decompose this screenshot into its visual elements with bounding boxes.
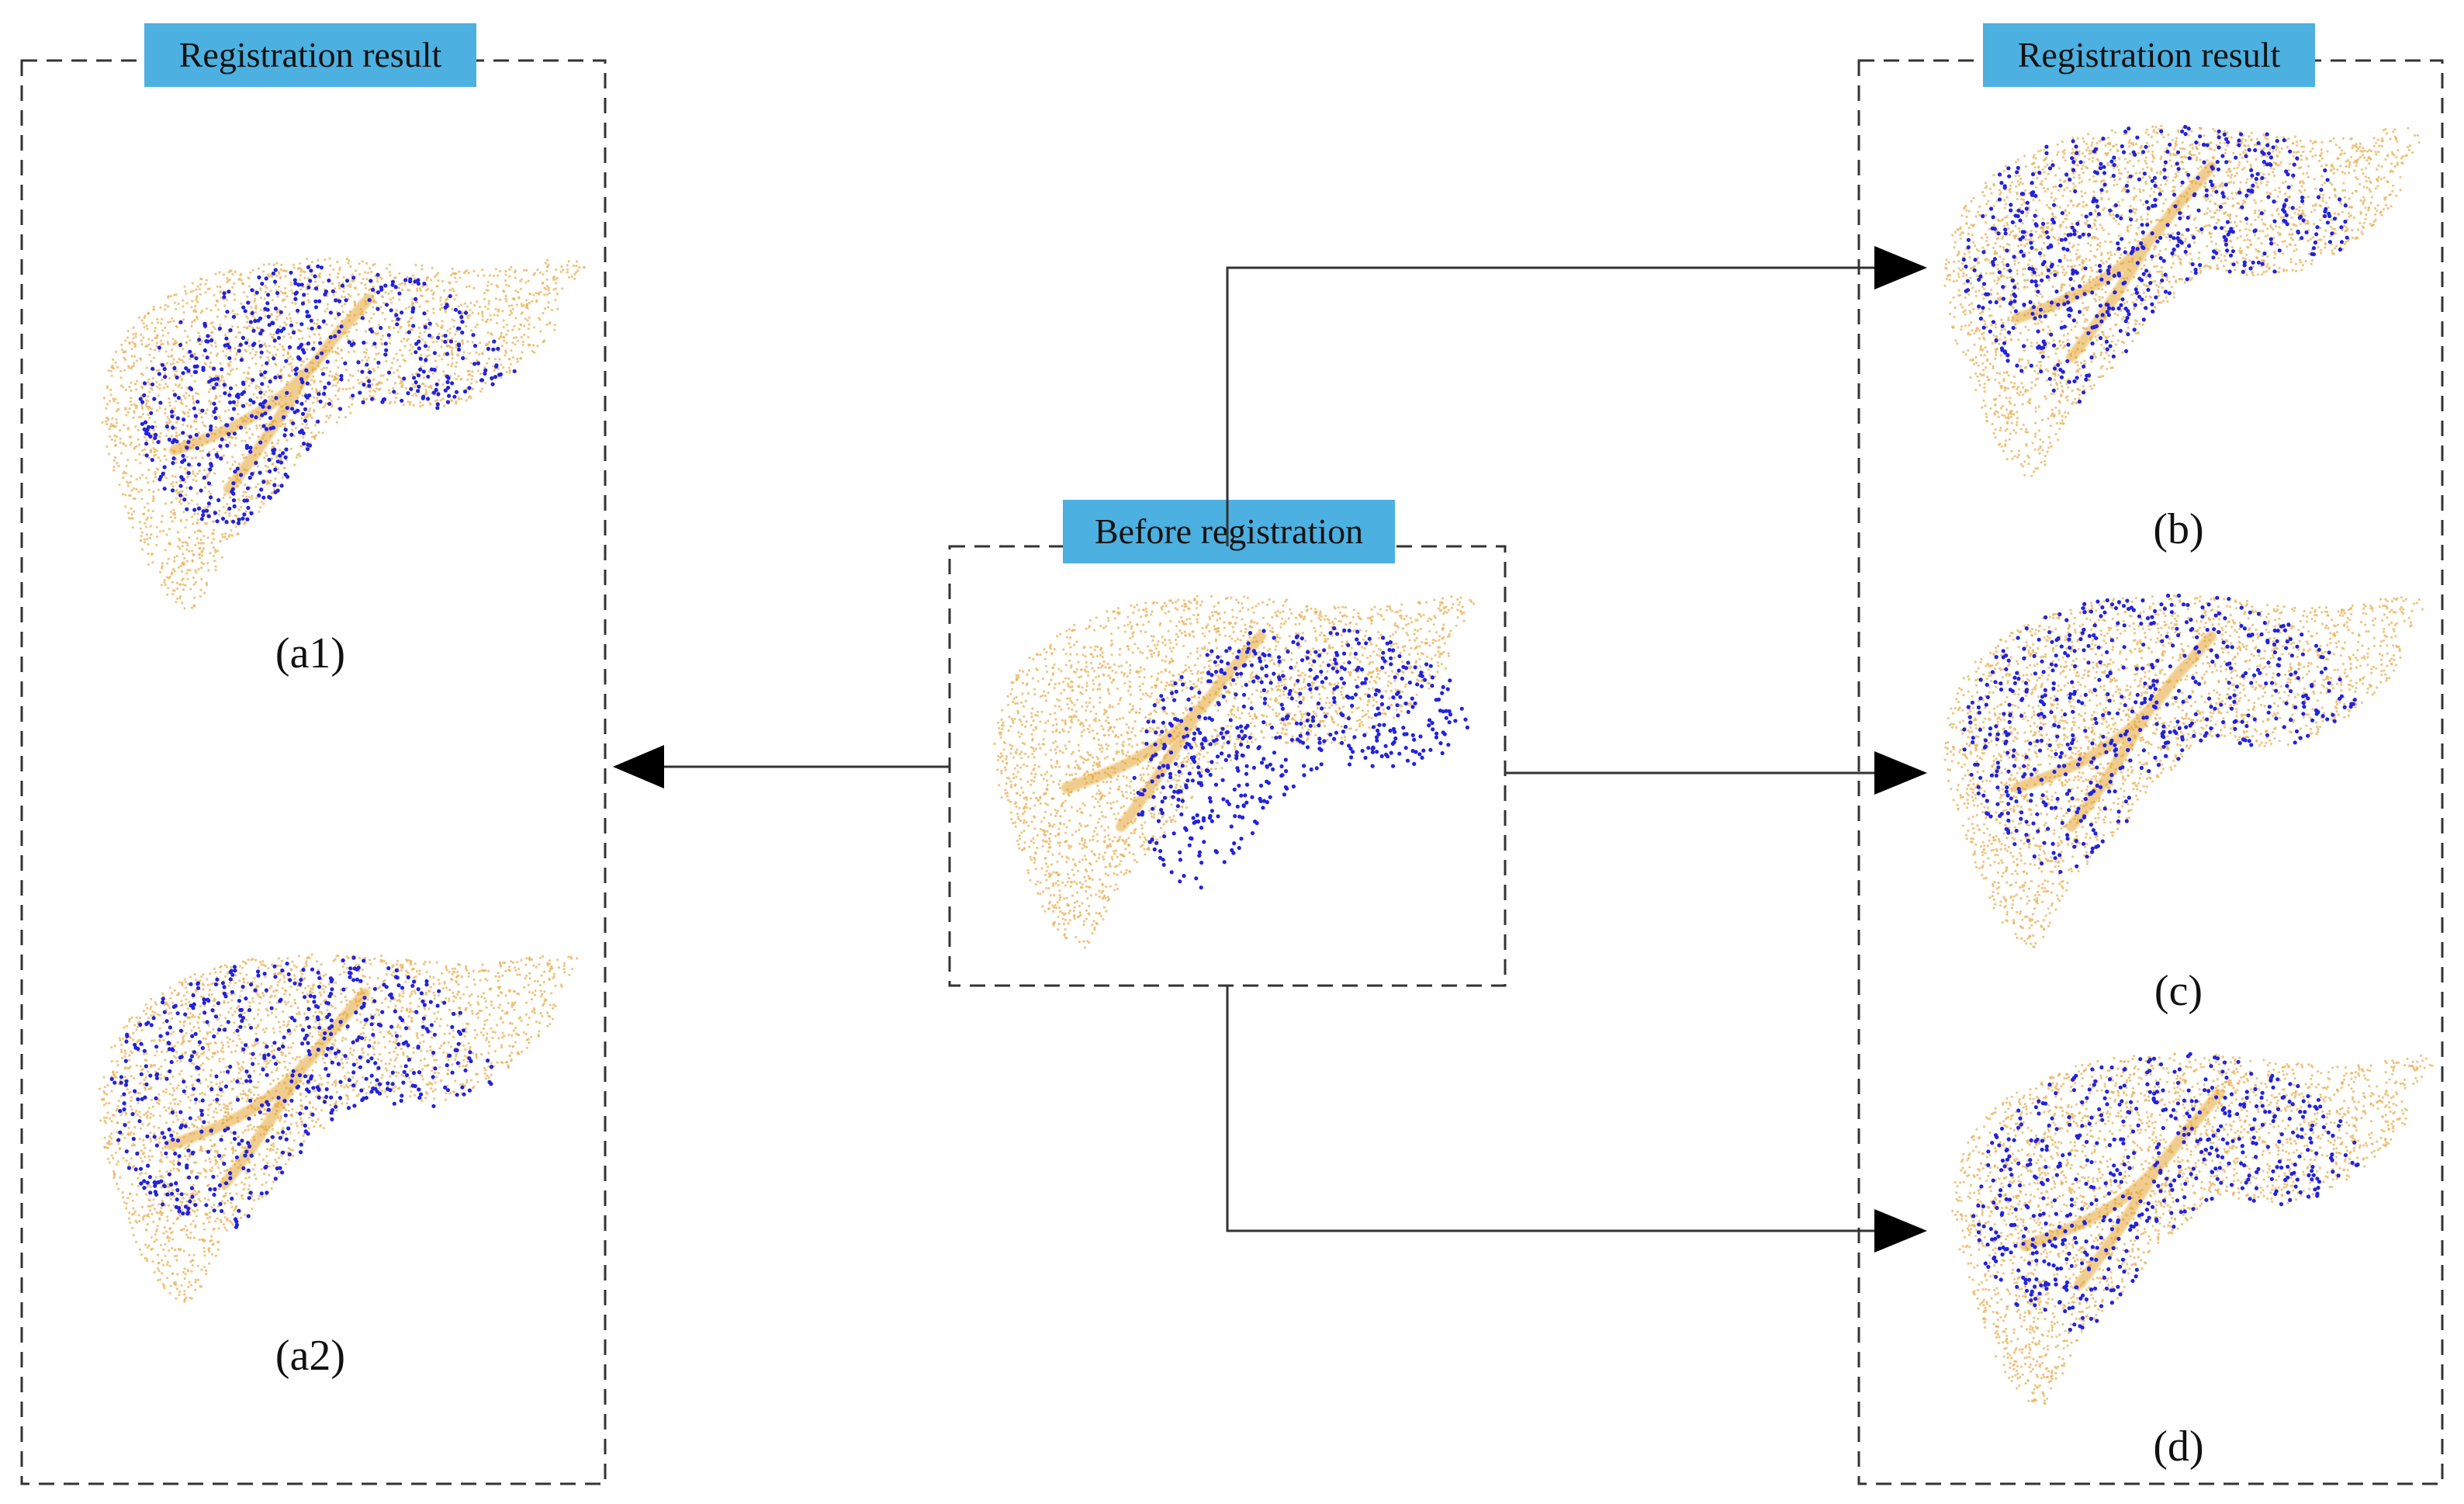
center-group-label: Before registration [1095, 511, 1363, 551]
arrow-head-d [1874, 1209, 1927, 1253]
caption-b: (b) [2153, 505, 2203, 553]
arrow-head-b [1874, 246, 1927, 289]
center-dashed-frame [950, 546, 1505, 986]
connectors [613, 246, 1927, 1253]
liver-panel-a2 [99, 954, 578, 1303]
source-point-cloud [1133, 626, 1469, 889]
left-group-label: Registration result [179, 35, 442, 75]
source-point-cloud [110, 956, 494, 1229]
left-dashed-frame [22, 61, 605, 1484]
liver-panel-b [1943, 125, 2420, 477]
right-result-group: Registration result (b) (c) (d) [1859, 23, 2442, 1484]
target-point-cloud [1951, 1053, 2433, 1405]
arrow-head-left [613, 745, 664, 788]
right-group-label: Registration result [2018, 35, 2281, 75]
caption-d: (d) [2153, 1423, 2203, 1471]
vessel-shape [175, 299, 369, 489]
caption-a1: (a1) [275, 629, 345, 677]
liver-panel-d [1951, 1052, 2433, 1405]
target-point-cloud [993, 595, 1475, 949]
liver-panel-a1 [101, 258, 585, 610]
liver-panel-c [1944, 594, 2424, 948]
liver-panel-before [993, 595, 1475, 949]
caption-a2: (a2) [275, 1332, 345, 1380]
source-point-cloud [1962, 594, 2357, 874]
target-point-cloud [1944, 594, 2424, 948]
caption-c: (c) [2154, 967, 2203, 1015]
connector-to-d [1227, 986, 1877, 1231]
target-point-cloud [101, 258, 585, 610]
arrow-head-c [1874, 751, 1927, 795]
left-result-group: Registration result (a1) (a2) [22, 23, 605, 1484]
before-registration-group: Before registration [950, 500, 1505, 986]
vessel-shape [171, 993, 365, 1183]
